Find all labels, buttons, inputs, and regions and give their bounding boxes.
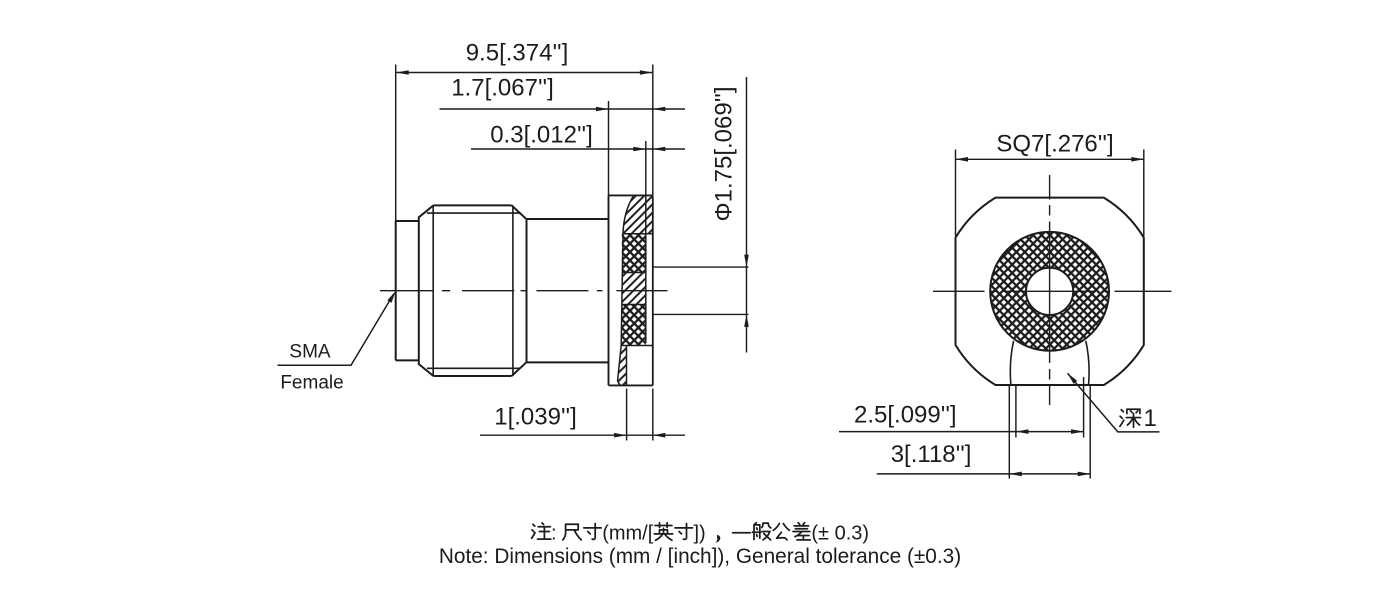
svg-text:Female: Female <box>280 373 343 394</box>
svg-text:1[.039'']: 1[.039''] <box>494 404 577 431</box>
svg-text::: : <box>551 523 557 545</box>
svg-text:1.7[.067'']: 1.7[.067''] <box>451 75 554 102</box>
svg-text:SMA: SMA <box>289 342 331 363</box>
svg-text:2.5[.099'']: 2.5[.099''] <box>854 401 957 428</box>
svg-text:9.5[.374'']: 9.5[.374''] <box>466 40 569 67</box>
svg-text:Φ1.75[.069'']: Φ1.75[.069''] <box>711 86 738 221</box>
svg-text:1: 1 <box>1144 405 1157 432</box>
svg-text:Note: Dimensions (mm / [inch]): Note: Dimensions (mm / [inch]), General … <box>439 545 961 568</box>
svg-text:(± 0.3): (± 0.3) <box>811 523 869 545</box>
svg-text:0.3[.012'']: 0.3[.012''] <box>490 122 593 149</box>
svg-text:3[.118'']: 3[.118''] <box>891 441 972 468</box>
svg-text:]): ]) <box>694 523 706 545</box>
svg-text:(mm/[: (mm/[ <box>602 523 654 545</box>
svg-text:SQ7[.276'']: SQ7[.276''] <box>996 131 1113 158</box>
